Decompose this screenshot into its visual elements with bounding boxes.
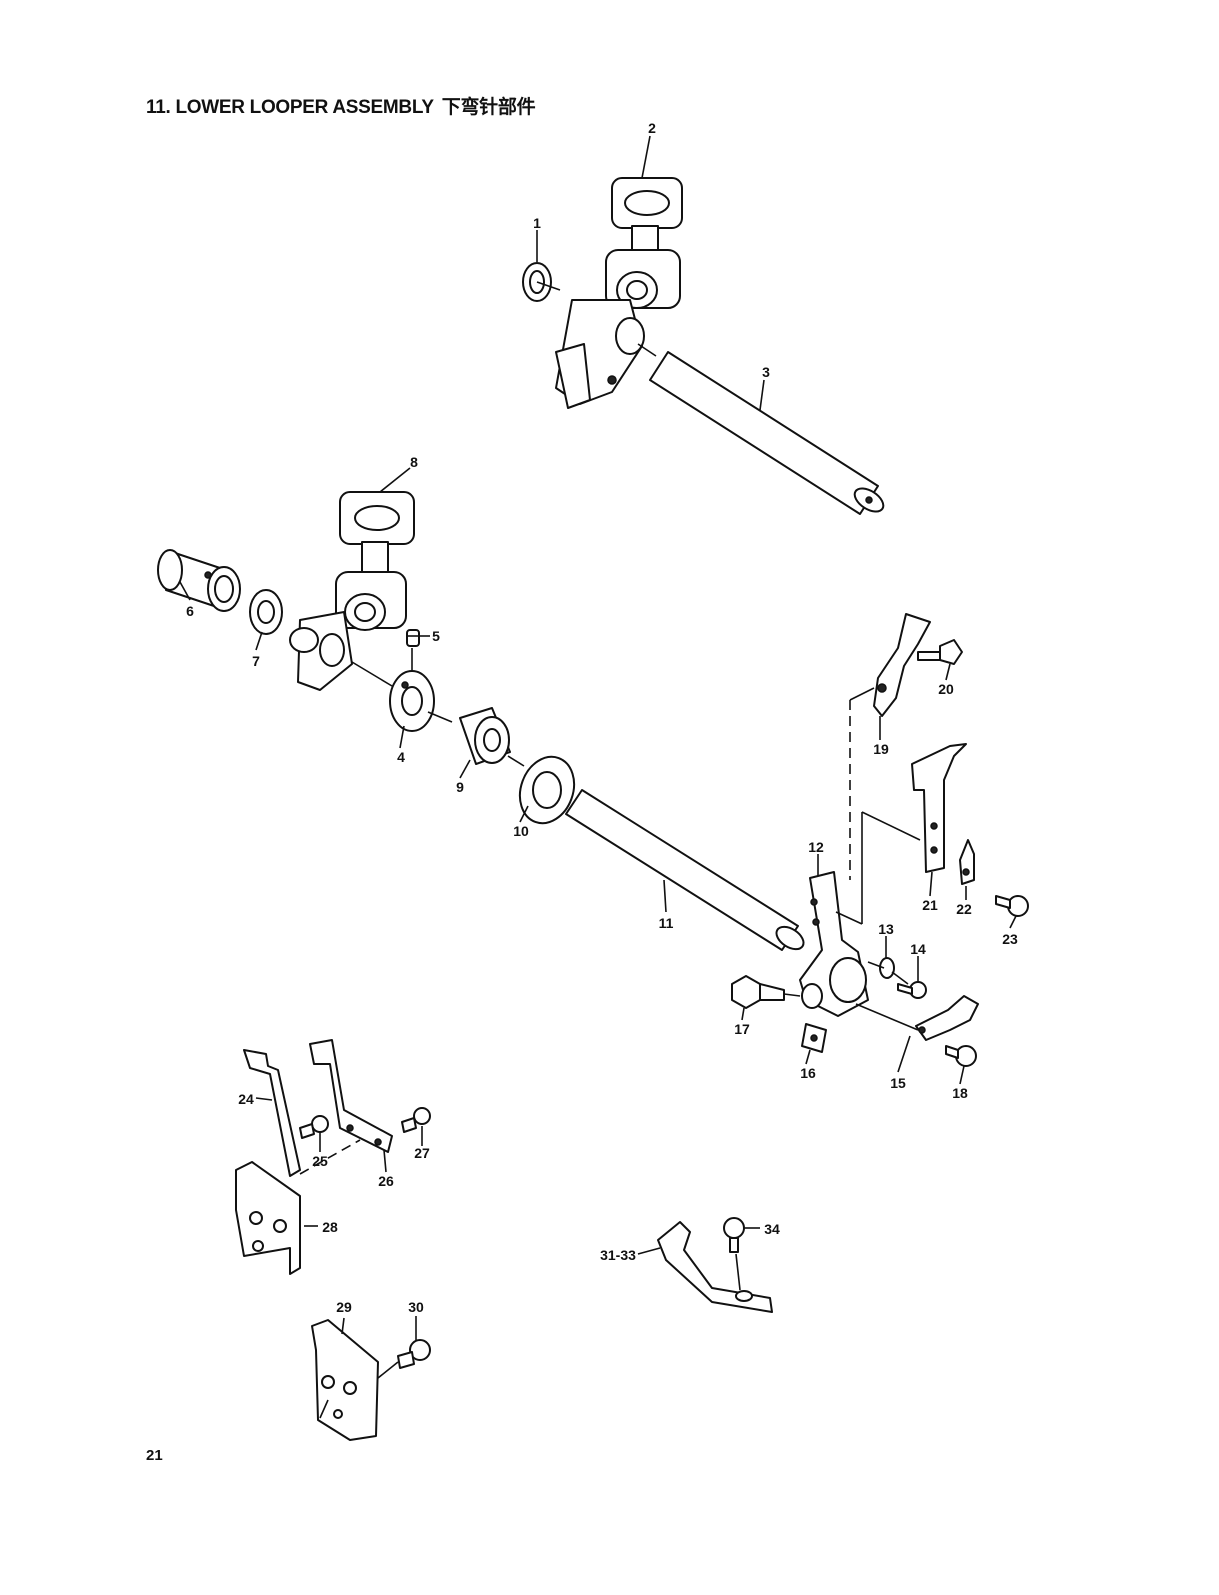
part-28-base-plate (236, 1162, 300, 1274)
part-8-lower-holder (290, 492, 414, 690)
part-4-set-collar (390, 671, 434, 731)
callout-28: 28 (322, 1219, 338, 1235)
callout-29: 29 (336, 1299, 352, 1315)
part-25-screw (300, 1116, 328, 1138)
callout-24: 24 (238, 1091, 254, 1107)
callout-20: 20 (938, 681, 954, 697)
callout-8: 8 (410, 454, 418, 470)
callout-9: 9 (456, 779, 464, 795)
callout-30: 30 (408, 1299, 424, 1315)
part-24-lever (244, 1050, 300, 1176)
callout-11: 11 (659, 915, 674, 931)
callout-7: 7 (252, 653, 260, 669)
part-31-33-knife (658, 1222, 772, 1312)
callout-15: 15 (890, 1075, 906, 1091)
part-29-plate (312, 1320, 378, 1440)
callout-23: 23 (1002, 931, 1018, 947)
part-14-screw (898, 982, 926, 998)
part-22-thread-guide (960, 840, 974, 884)
part-15-plate (916, 996, 978, 1040)
page-number: 21 (146, 1447, 163, 1464)
callout-18: 18 (952, 1085, 968, 1101)
part-27-screw (402, 1108, 430, 1132)
callout-13: 13 (878, 921, 894, 937)
callout-6: 6 (186, 603, 194, 619)
part-17-bolt (732, 976, 784, 1008)
callout-10: 10 (513, 823, 529, 839)
callout-25: 25 (312, 1153, 328, 1169)
part-34-screw (724, 1218, 744, 1252)
callout-4: 4 (397, 749, 405, 765)
callout-19: 19 (873, 741, 889, 757)
callout-21: 21 (922, 897, 938, 913)
part-30-screw (398, 1340, 430, 1368)
callout-26: 26 (378, 1173, 394, 1189)
callout-17: 17 (734, 1021, 750, 1037)
callout-3: 3 (762, 364, 770, 380)
callout-1: 1 (533, 215, 541, 231)
callout-31-33: 31-33 (600, 1247, 636, 1263)
part-23-screw (996, 896, 1028, 916)
callout-5: 5 (432, 628, 440, 644)
callout-27: 27 (414, 1145, 430, 1161)
callout-2: 2 (648, 120, 656, 136)
part-6-bushing (158, 550, 240, 611)
part-20-screw (918, 640, 962, 664)
part-26-lever (310, 1040, 392, 1152)
callout-14: 14 (910, 941, 926, 957)
part-19-looper (874, 614, 930, 716)
part-16-square-nut (802, 1024, 826, 1052)
part-12-looper-arm (800, 872, 868, 1016)
part-21-looper (912, 744, 966, 872)
part-7-washer (250, 590, 282, 634)
part-11-lower-shaft (566, 790, 807, 954)
part-5-set-screw (407, 630, 419, 646)
part-9-collar (460, 708, 510, 764)
callout-12: 12 (808, 839, 824, 855)
part-18-screw (946, 1046, 976, 1066)
callout-34: 34 (764, 1221, 780, 1237)
callout-16: 16 (800, 1065, 816, 1081)
callout-22: 22 (956, 901, 972, 917)
